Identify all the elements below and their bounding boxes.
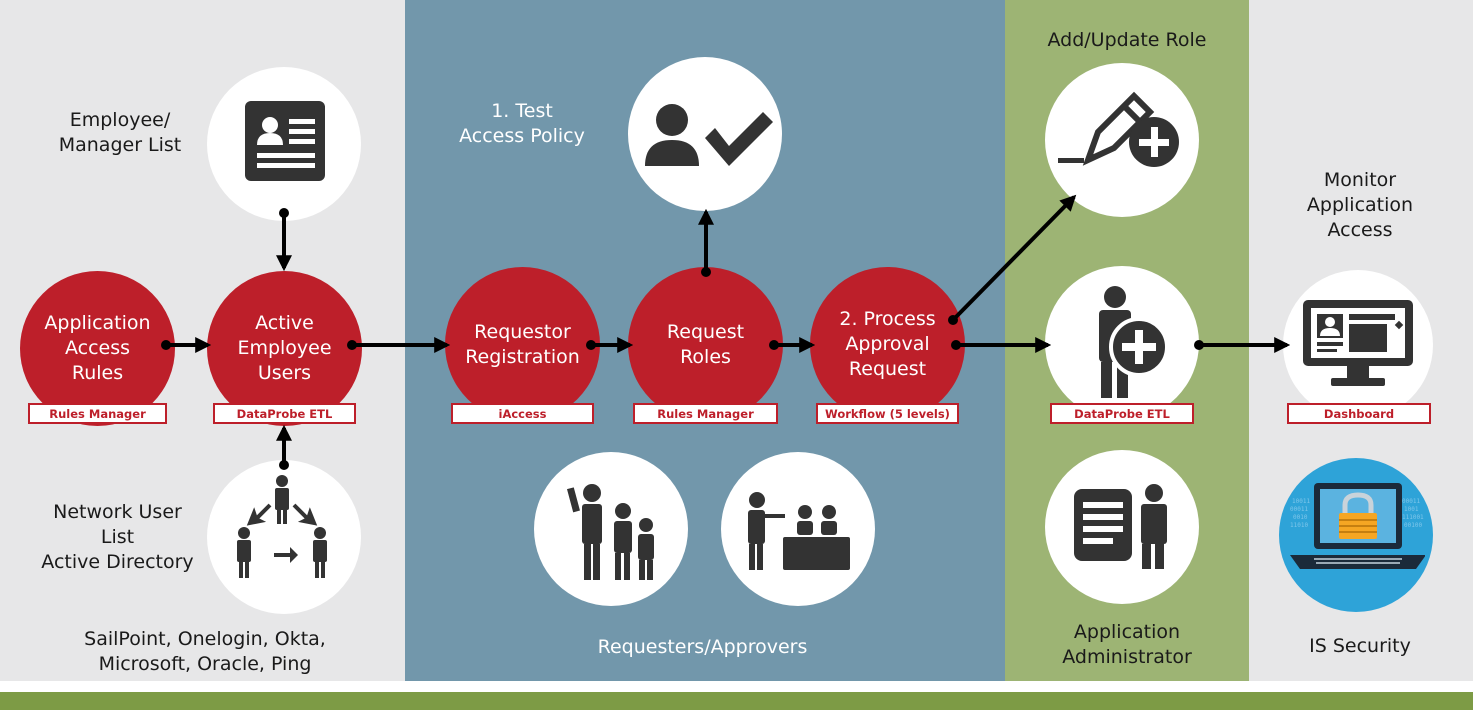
dashboard-monitor-icon — [1303, 300, 1413, 386]
svg-text:111001: 111001 — [1402, 514, 1424, 521]
node-label: Application Access Rules — [44, 312, 151, 384]
bottom-bar — [0, 692, 1473, 710]
label-network-user-list: Network User List Active Directory — [41, 501, 194, 573]
org-chart-icon — [237, 475, 327, 578]
presenter-group-circle — [534, 452, 688, 606]
node-active-employee-users: Active Employee Users — [207, 271, 362, 426]
label-test-access-policy: 1. Test Access Policy — [459, 100, 585, 147]
label-is-security: IS Security — [1309, 635, 1411, 657]
label-add-update-role: Add/Update Role — [1047, 29, 1207, 51]
node-label: Request Roles — [666, 320, 745, 368]
edit-add-icon — [1058, 91, 1179, 167]
label-application-administrator: Application Administrator — [1062, 621, 1192, 668]
node-label: Requestor Registration — [465, 320, 580, 368]
tag-dashboard: Dashboard — [1287, 403, 1431, 424]
label-monitor-application-access: Monitor Application Access — [1306, 169, 1414, 241]
presenter-group-icon — [566, 484, 654, 580]
label-requesters-approvers: Requesters/Approvers — [597, 636, 808, 658]
tag-iaccess: iAccess — [451, 403, 594, 424]
svg-text:00011: 00011 — [1402, 498, 1420, 505]
user-add-icon — [1099, 286, 1169, 398]
tag-rules-manager: Rules Manager — [28, 403, 167, 424]
node-application-access-rules: Application Access Rules — [20, 271, 175, 426]
node-label: 2. Process Approval Request — [839, 308, 936, 380]
tag-dataprobe-etl-2: DataProbe ETL — [1050, 403, 1194, 424]
node-process-approval-request: 2. Process Approval Request — [810, 267, 965, 422]
label-employee-manager-list: Employee/ Manager List — [58, 109, 182, 156]
tag-dataprobe-etl: DataProbe ETL — [213, 403, 356, 424]
node-requestor-registration: Requestor Registration — [445, 267, 600, 422]
node-request-roles: Request Roles — [628, 267, 783, 422]
label-providers: SailPoint, Onelogin, Okta, Microsoft, Or… — [84, 628, 326, 675]
user-check-icon — [645, 104, 773, 166]
svg-text:00011: 00011 — [1290, 506, 1308, 513]
svg-text:0010: 0010 — [1293, 514, 1308, 521]
node-label: Active Employee Users — [237, 312, 332, 384]
tag-rules-manager-2: Rules Manager — [633, 403, 778, 424]
tag-workflow: Workflow (5 levels) — [816, 403, 959, 424]
admin-document-icon — [1074, 484, 1167, 569]
svg-text:11010: 11010 — [1290, 522, 1308, 529]
id-card-icon — [245, 101, 325, 181]
presentation-meeting-icon — [748, 492, 850, 570]
svg-text:1001: 1001 — [1404, 506, 1419, 513]
svg-text:10011: 10011 — [1292, 498, 1310, 505]
svg-text:00100: 00100 — [1404, 522, 1422, 529]
arrow-approval-to-edit — [951, 194, 1077, 322]
